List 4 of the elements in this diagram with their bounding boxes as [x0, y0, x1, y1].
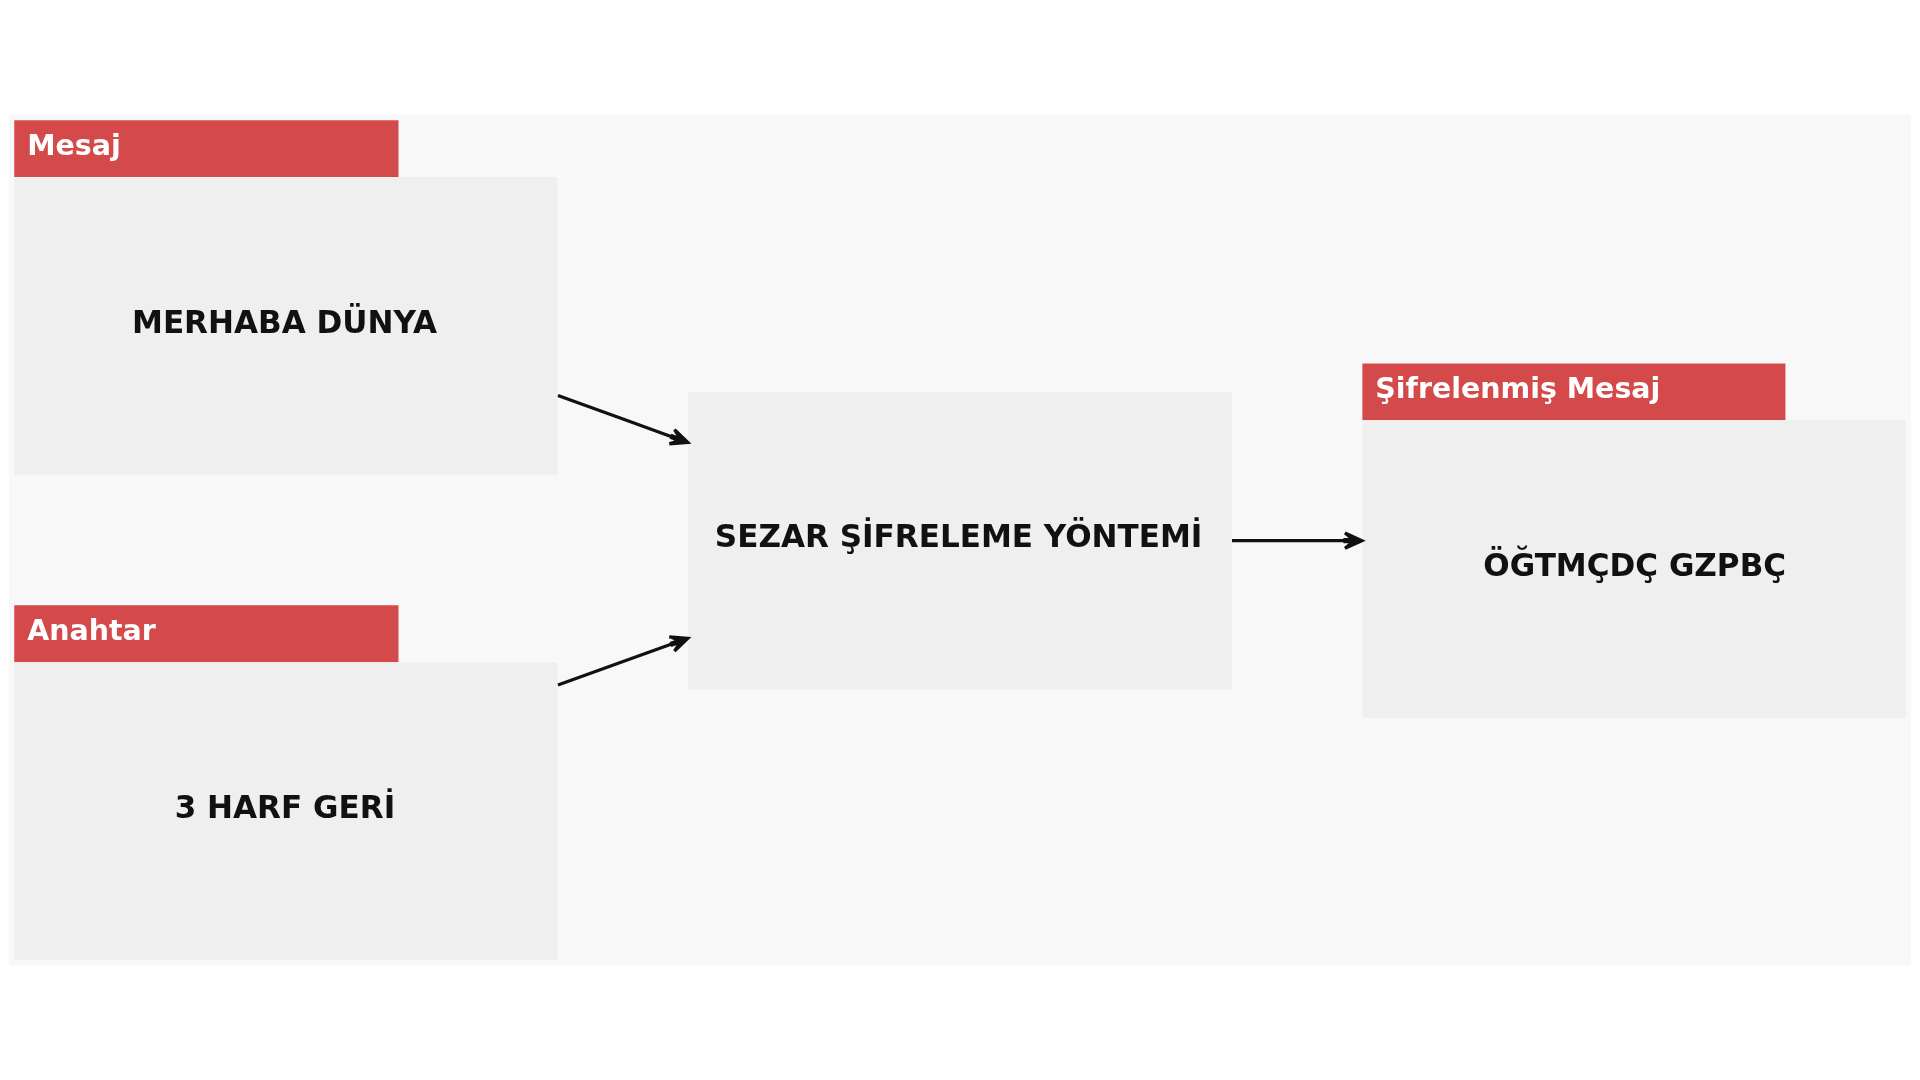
arrow	[557, 635, 690, 687]
arrow	[1232, 531, 1364, 550]
node-box: SEZAR ŞİFRELEME YÖNTEMİ	[688, 391, 1232, 690]
arrow	[557, 393, 690, 446]
